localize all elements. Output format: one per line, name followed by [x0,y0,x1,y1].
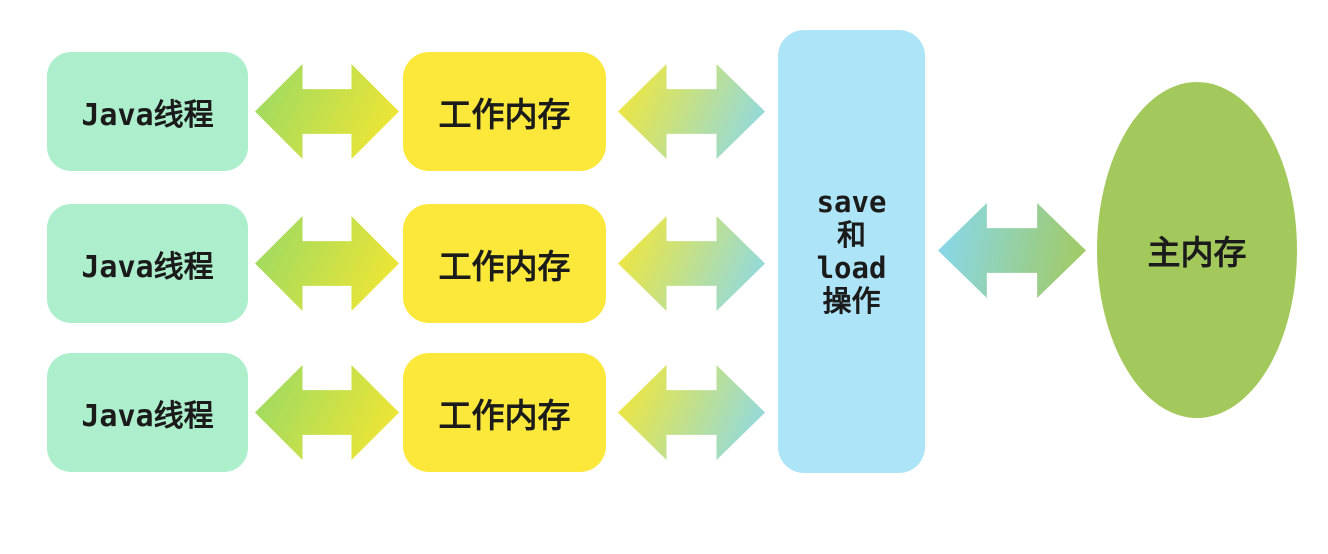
save-load-line-4: 操作 [822,283,881,318]
bidirectional-arrow-thread-work-2 [255,216,399,311]
bidirectional-arrow-thread-work-3 [255,365,399,460]
bidirectional-arrow-thread-work-1 [255,64,399,159]
save-load-line-1: save [816,184,887,219]
save-load-line-2: 和 [836,217,866,252]
working-memory-node-1: 工作内存 [403,52,606,171]
java-thread-node-3: Java线程 [47,353,248,472]
working-memory-node-2: 工作内存 [403,204,606,323]
main-memory-node: 主内存 [1097,82,1297,418]
bidirectional-arrow-work-saveload-1 [618,64,765,159]
save-load-line-3: load [816,250,887,285]
bidirectional-arrow-work-saveload-3 [618,365,765,460]
bidirectional-arrow-saveload-mainmemory [938,203,1086,298]
working-memory-node-3: 工作内存 [403,353,606,472]
java-thread-node-1: Java线程 [47,52,248,171]
bidirectional-arrow-work-saveload-2 [618,216,765,311]
save-load-operations-node: save 和 load 操作 [778,30,925,473]
java-thread-node-2: Java线程 [47,204,248,323]
